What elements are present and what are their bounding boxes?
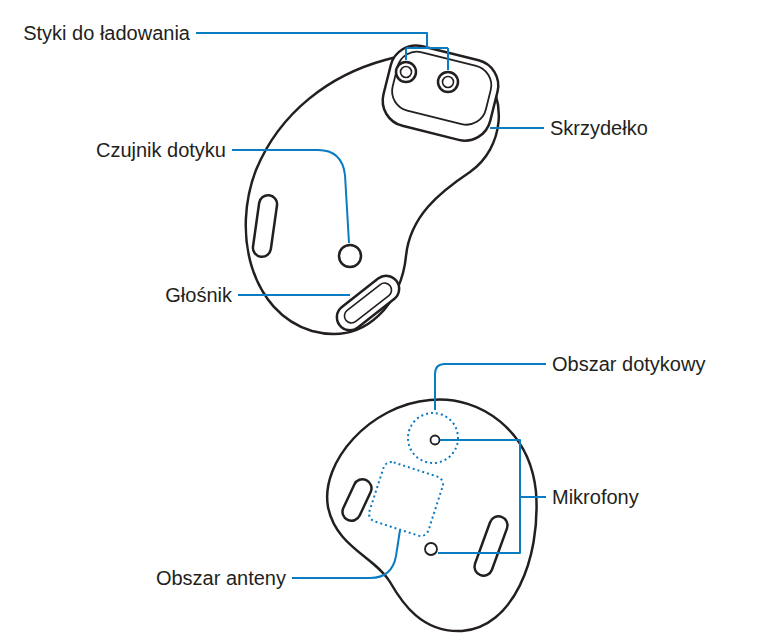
- leader-line: [438, 440, 546, 553]
- microphone: [425, 543, 437, 555]
- microphone: [431, 436, 440, 445]
- leader-line: [238, 294, 350, 296]
- speaker: [332, 271, 405, 336]
- part-label: Styki do ładowania: [23, 21, 190, 45]
- part-label: Obszar dotykowy: [552, 352, 705, 376]
- part-label: Skrzydełko: [550, 116, 648, 140]
- touch-area: [408, 413, 458, 463]
- side-slot: [472, 514, 510, 578]
- leader-line: [490, 127, 544, 129]
- side-slot: [252, 194, 278, 258]
- leader-line: [435, 364, 546, 410]
- leader-line: [232, 150, 349, 243]
- antenna-area: [367, 460, 445, 538]
- leader-line: [292, 530, 400, 578]
- part-label: Mikrofony: [552, 485, 639, 509]
- part-label: Obszar anteny: [156, 566, 286, 590]
- earbud-wing: [377, 40, 504, 146]
- earbud-outline: [327, 400, 536, 632]
- part-label: Głośnik: [165, 283, 232, 307]
- touch-sensor: [339, 245, 361, 267]
- part-label: Czujnik dotyku: [96, 138, 226, 162]
- leader-line: [196, 33, 448, 70]
